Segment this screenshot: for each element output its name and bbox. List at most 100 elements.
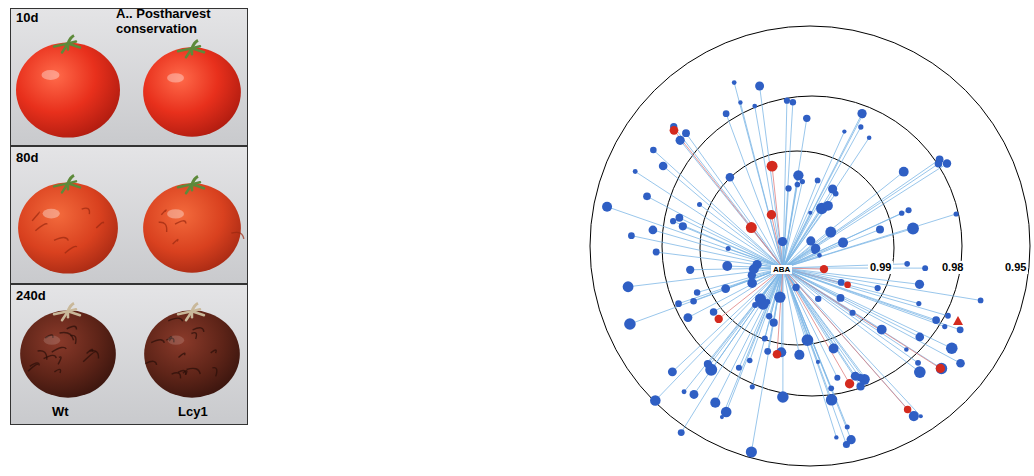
threshold-ring <box>700 151 894 345</box>
network-link <box>734 83 783 268</box>
network-node <box>747 278 757 288</box>
network-node <box>785 185 791 191</box>
network-node <box>659 162 668 171</box>
wrinkle <box>183 371 187 375</box>
tomato-body <box>144 310 240 397</box>
network-node <box>686 266 694 274</box>
wrinkle <box>65 246 77 253</box>
wrinkle <box>28 364 38 371</box>
network-node <box>828 385 834 391</box>
highlight <box>44 336 61 345</box>
network-link <box>783 164 947 268</box>
network-node <box>800 179 805 184</box>
network-node <box>762 335 768 341</box>
network-link <box>752 268 783 387</box>
network-node <box>816 360 820 364</box>
network-node <box>845 379 854 388</box>
network-node <box>682 129 690 137</box>
tomato-body <box>143 183 241 272</box>
network-link <box>783 172 904 268</box>
tomato-photos <box>16 36 244 398</box>
network-graph <box>590 26 1030 466</box>
network-node <box>842 129 846 133</box>
wrinkle <box>70 335 76 344</box>
network-link <box>783 159 940 268</box>
hub-label: ABA <box>771 265 792 274</box>
network-node <box>820 265 828 273</box>
network-node <box>623 281 634 292</box>
network-node <box>916 301 921 306</box>
stem <box>192 176 198 184</box>
network-node <box>794 350 804 360</box>
network-node <box>750 384 755 389</box>
tomato-body <box>143 47 241 136</box>
network-link <box>783 114 862 268</box>
threshold-label: 0.99 <box>868 261 893 274</box>
network-link <box>783 268 860 378</box>
network-node <box>675 300 682 307</box>
network-node <box>795 182 801 188</box>
network-node <box>914 366 926 378</box>
network-link <box>783 115 863 268</box>
network-link <box>783 214 956 268</box>
network-node <box>834 375 840 381</box>
network-node <box>679 222 687 230</box>
network-link <box>726 268 783 412</box>
network-node <box>906 207 912 213</box>
wrinkle <box>54 369 60 373</box>
wrinkle <box>52 347 67 352</box>
network-node <box>828 184 837 193</box>
network-node <box>675 214 683 222</box>
wrinkle <box>90 351 99 359</box>
network-node <box>633 169 638 174</box>
wrinkle <box>231 232 243 239</box>
network-link <box>783 132 844 268</box>
network-link <box>708 268 783 364</box>
network-link <box>783 268 855 376</box>
network-link <box>722 268 783 417</box>
sepal <box>67 311 70 317</box>
network-node <box>817 253 822 258</box>
network-link <box>783 268 906 349</box>
network-node <box>747 358 752 363</box>
network-node <box>834 435 838 439</box>
network-link <box>783 268 920 337</box>
network-node <box>752 302 758 308</box>
network-node <box>715 315 723 323</box>
network-node <box>697 202 702 207</box>
network-node <box>957 326 964 333</box>
network-link <box>782 268 783 397</box>
network-node <box>649 226 658 235</box>
sepal <box>186 184 192 193</box>
network-node <box>945 313 951 319</box>
network-node <box>843 441 850 448</box>
network-link <box>783 268 861 386</box>
wrinkle <box>83 352 95 362</box>
wrinkle <box>212 368 216 377</box>
network-link <box>783 268 940 368</box>
network-link <box>655 268 783 401</box>
wrinkle <box>159 222 167 232</box>
network-node <box>749 264 759 274</box>
network-node <box>942 324 947 329</box>
network-node <box>915 280 924 289</box>
threshold-label: 0.98 <box>940 261 965 274</box>
network-node <box>752 104 757 109</box>
network-node <box>793 170 803 180</box>
network-node <box>726 173 734 181</box>
network-link <box>663 166 783 268</box>
network-node <box>946 342 958 354</box>
network-node <box>956 359 965 368</box>
network-node <box>602 202 612 212</box>
stem <box>68 175 74 183</box>
network-node <box>770 319 778 327</box>
highlight <box>43 209 60 219</box>
network-node <box>694 289 700 295</box>
network-link <box>783 268 864 379</box>
network-link <box>783 268 948 316</box>
day-label: 10d <box>16 11 38 26</box>
network-link <box>783 268 836 437</box>
highlight <box>167 209 184 218</box>
network-node <box>650 147 657 154</box>
